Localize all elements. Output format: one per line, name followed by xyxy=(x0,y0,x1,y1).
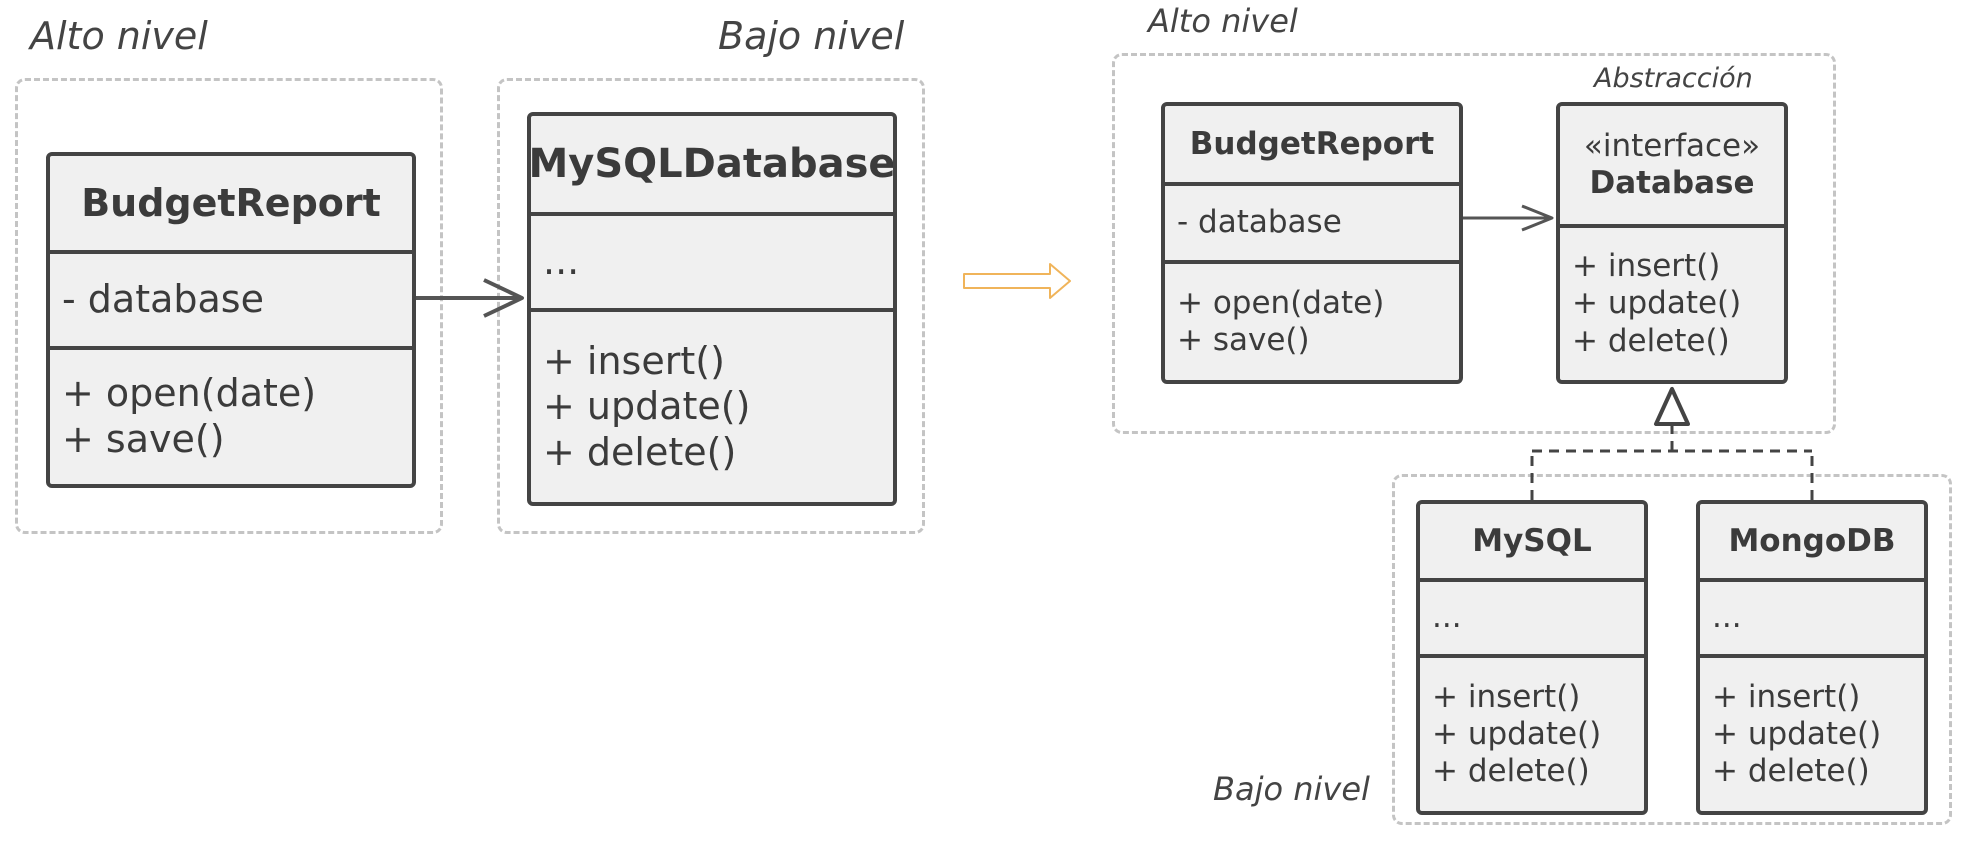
method-insert: + insert() xyxy=(1712,678,1861,715)
method-delete: + delete() xyxy=(543,429,737,474)
class-methods: + insert() + update() + delete() xyxy=(1560,224,1784,380)
field-ellipsis: ... xyxy=(543,239,580,284)
class-methods: + open(date) + save() xyxy=(1165,260,1459,380)
method-update: + update() xyxy=(1572,285,1742,322)
method-delete: + delete() xyxy=(1712,753,1870,790)
class-methods: + insert() + update() + delete() xyxy=(1420,654,1644,811)
right-high-level-frame xyxy=(1112,53,1836,434)
method-update: + update() xyxy=(1712,715,1882,752)
interface-name: Database xyxy=(1589,165,1755,201)
class-fields: - database xyxy=(50,250,412,346)
method-update: + update() xyxy=(543,384,751,429)
left-low-level-label: Bajo nivel xyxy=(718,14,905,58)
method-update: + update() xyxy=(1432,715,1602,752)
field-database: - database xyxy=(1177,204,1342,241)
method-delete: + delete() xyxy=(1572,322,1730,359)
mongodb-class: MongoDB ... + insert() + update() + dele… xyxy=(1696,500,1928,815)
class-methods: + open(date) + save() xyxy=(50,346,412,484)
field-ellipsis: ... xyxy=(1432,599,1462,636)
class-fields: - database xyxy=(1165,182,1459,260)
method-open: + open(date) xyxy=(1177,284,1385,321)
abstraction-label: Abstracción xyxy=(1594,63,1753,94)
transition-arrow-icon xyxy=(963,263,1071,299)
right-low-level-frame xyxy=(1392,474,1952,825)
field-database: - database xyxy=(62,277,264,322)
right-budgetreport-class: BudgetReport - database + open(date) + s… xyxy=(1161,102,1463,384)
right-low-level-label: Bajo nivel xyxy=(1213,770,1370,808)
method-insert: + insert() xyxy=(543,338,725,383)
method-insert: + insert() xyxy=(1432,678,1581,715)
interface-stereotype: «interface» xyxy=(1583,127,1761,164)
method-save: + save() xyxy=(62,417,225,461)
class-name: BudgetReport xyxy=(81,181,381,225)
class-fields: ... xyxy=(1420,578,1644,654)
class-methods: + insert() + update() + delete() xyxy=(531,308,893,502)
class-name: «interface» Database xyxy=(1560,106,1784,224)
method-insert: + insert() xyxy=(1572,248,1721,285)
method-save: + save() xyxy=(1177,322,1310,358)
class-methods: + insert() + update() + delete() xyxy=(1700,654,1924,811)
right-high-level-label: Alto nivel xyxy=(1148,2,1298,40)
left-budgetreport-class: BudgetReport - database + open(date) + s… xyxy=(46,152,416,488)
left-high-level-frame xyxy=(15,78,443,534)
class-name: MongoDB xyxy=(1728,523,1896,559)
class-fields: ... xyxy=(531,212,893,308)
class-name: MySQLDatabase xyxy=(528,141,896,187)
left-mysqldatabase-class: MySQLDatabase ... + insert() + update() … xyxy=(527,112,897,506)
class-fields: ... xyxy=(1700,578,1924,654)
mysql-class: MySQL ... + insert() + update() + delete… xyxy=(1416,500,1648,815)
left-high-level-label: Alto nivel xyxy=(30,14,208,58)
class-name: MySQL xyxy=(1472,523,1592,559)
class-name: BudgetReport xyxy=(1189,126,1435,162)
database-interface-class: «interface» Database + insert() + update… xyxy=(1556,102,1788,384)
method-open: + open(date) xyxy=(62,371,317,416)
method-delete: + delete() xyxy=(1432,753,1590,790)
field-ellipsis: ... xyxy=(1712,599,1742,636)
